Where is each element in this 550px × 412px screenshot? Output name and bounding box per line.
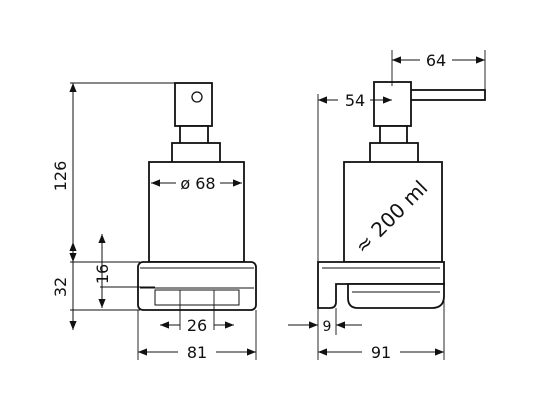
dim-height-holder: 32 (51, 242, 77, 330)
side-extension-lines (317, 50, 486, 360)
dim-depth-wall-label: 9 (323, 319, 332, 335)
dim-diameter: ø 68 (151, 174, 242, 193)
dim-width-inner-label: 26 (187, 316, 207, 335)
front-pump-neck (179, 125, 209, 145)
dim-width-front: 81 (138, 343, 256, 362)
front-pump-button (191, 91, 203, 103)
side-pump-head (373, 81, 412, 127)
dim-depth-pump: 54 (318, 91, 392, 110)
dim-depth-total: 91 (318, 343, 444, 362)
dim-depth-total-label: 91 (371, 343, 391, 362)
dim-width-front-label: 81 (187, 343, 207, 362)
dim-length-spout: 64 (392, 51, 485, 70)
dim-height-holder-label: 32 (51, 277, 70, 297)
side-glass (343, 161, 443, 263)
side-collar (369, 142, 419, 164)
dim-depth-pump-label: 54 (345, 91, 365, 110)
front-holder (137, 261, 257, 311)
front-collar (171, 142, 221, 164)
front-pump-head (174, 82, 213, 127)
side-holder-cup (347, 283, 445, 309)
front-holder-slot (154, 289, 240, 306)
side-pump-neck (379, 125, 408, 145)
dim-height-total-label: 126 (51, 161, 70, 192)
dim-width-inner: 26 (160, 316, 234, 335)
dim-depth-wall: 9 (288, 319, 362, 335)
dim-height-insert: 16 (93, 234, 112, 308)
dim-length-spout-label: 64 (426, 51, 446, 70)
dim-height-total: 126 (51, 83, 77, 262)
dim-diameter-label: ø 68 (180, 174, 215, 193)
side-spout (409, 89, 486, 101)
side-view (317, 81, 486, 309)
dim-height-insert-label: 16 (93, 264, 112, 284)
front-view (137, 82, 257, 311)
